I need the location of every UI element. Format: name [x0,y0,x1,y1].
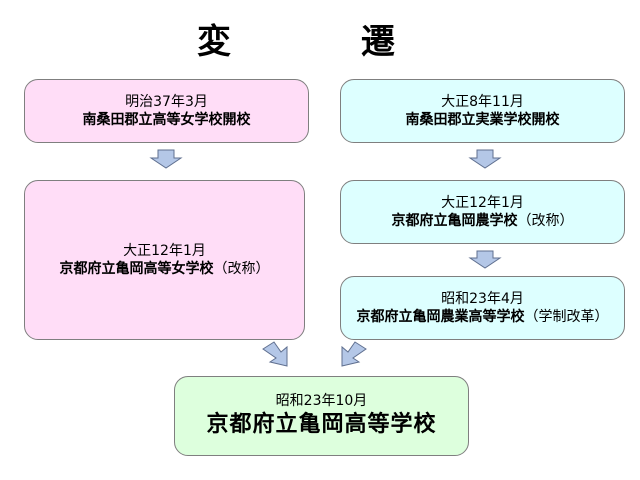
merge-arrow-icon [341,341,367,367]
box-practical-school-founding: 大正8年11月 南桑田郡立実業学校開校 [340,79,625,143]
box-date: 昭和23年10月 [275,393,368,409]
down-arrow-icon [468,149,502,169]
box-girls-school-rename: 大正12年1月 京都府立亀岡高等女学校（改称） [24,180,305,340]
box-school-name: 京都府立亀岡農業高等学校（学制改革） [357,308,609,326]
box-school-name: 京都府立亀岡高等女学校（改称） [60,260,270,278]
box-school-name: 京都府立亀岡農学校（改称） [392,212,574,230]
down-arrow-icon [468,250,502,269]
box-date: 昭和23年4月 [441,291,524,307]
box-date: 大正12年1月 [441,195,524,211]
box-school-name: 南桑田郡立高等女学校開校 [82,112,251,128]
merge-arrow-icon [262,341,288,367]
change-note: （改称） [213,261,270,277]
school-name-text: 京都府立亀岡高等女学校 [59,261,214,277]
box-school-name: 京都府立亀岡高等学校 [206,412,437,437]
box-agricultural-high-school: 昭和23年4月 京都府立亀岡農業高等学校（学制改革） [340,276,625,340]
box-girls-school-founding: 明治37年3月 南桑田郡立高等女学校開校 [24,79,309,143]
school-name-text: 京都府立亀岡農業高等学校 [356,309,525,325]
down-arrow-icon [149,149,183,169]
box-agricultural-school-rename: 大正12年1月 京都府立亀岡農学校（改称） [340,180,625,244]
school-name-text: 京都府立亀岡農学校 [391,213,518,229]
change-note: （学制改革） [524,309,609,325]
page-title: 変 遷 [197,22,443,62]
box-merged-high-school: 昭和23年10月 京都府立亀岡高等学校 [174,376,469,456]
box-date: 明治37年3月 [125,94,208,110]
change-note: （改称） [517,213,574,229]
box-date: 大正8年11月 [441,94,524,110]
box-date: 大正12年1月 [123,243,206,259]
box-school-name: 南桑田郡立実業学校開校 [405,112,560,128]
